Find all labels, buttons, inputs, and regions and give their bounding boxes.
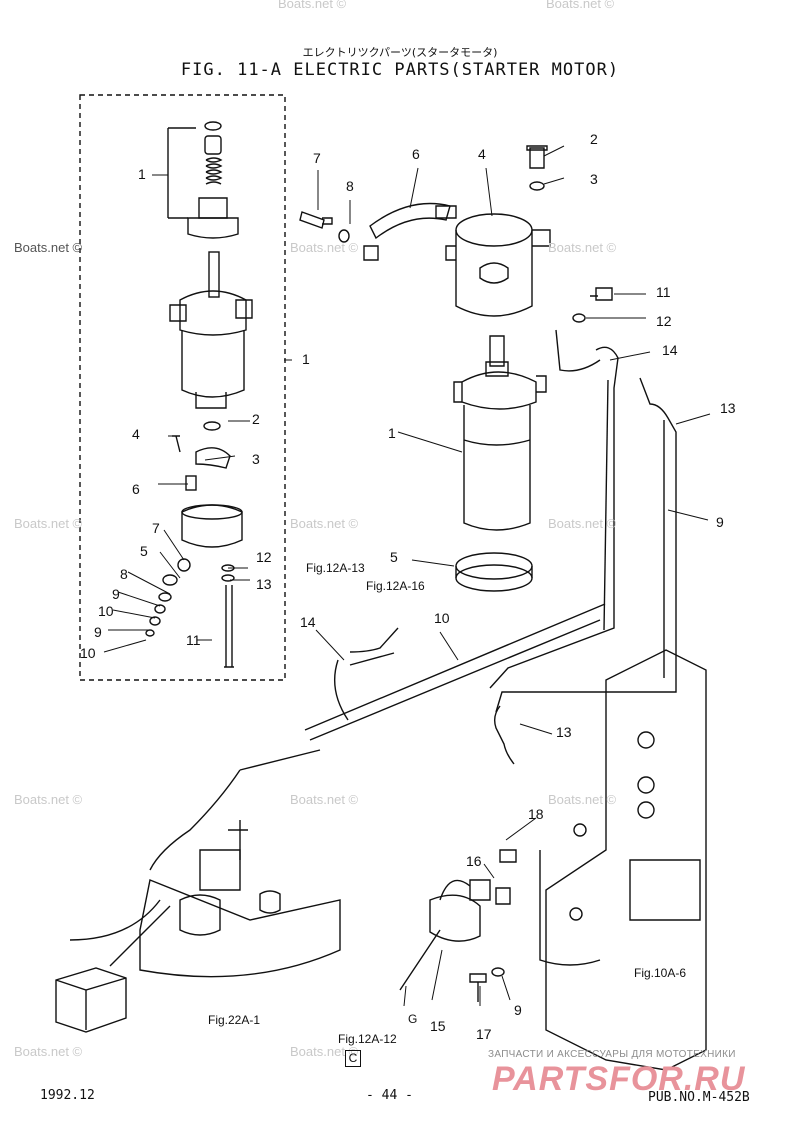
callout-number: 13 <box>256 576 272 592</box>
callout-number: 9 <box>514 1002 522 1018</box>
exploded-motor <box>169 251 253 409</box>
callout-number: 4 <box>478 146 486 162</box>
callout-number: 8 <box>120 566 128 582</box>
callout-number: 10 <box>80 645 96 661</box>
fig-ref-12a-13: Fig.12A-13 <box>306 561 365 575</box>
bracket-and-bolts <box>299 202 457 261</box>
brand-logo: PARTSFOR.RU <box>492 1060 746 1098</box>
callout-number: 3 <box>252 451 260 467</box>
callout-number: 14 <box>662 342 678 358</box>
callout-number: 10 <box>98 603 114 619</box>
watermark: Boats.net © <box>14 792 83 807</box>
callout-number: 1 <box>302 351 310 367</box>
exploded-brush-parts <box>145 421 243 668</box>
callout-number: 11 <box>186 632 201 648</box>
callout-number: 12 <box>656 313 672 329</box>
watermark: Boats.net © <box>548 792 617 807</box>
page-title: FIG. 11-A ELECTRIC PARTS(STARTER MOTOR) <box>180 60 620 80</box>
subtitle-jp: エレクトリツクパーツ(スタータモータ) <box>302 46 498 59</box>
callout-number: 8 <box>346 178 354 194</box>
callout-number: 1 <box>388 425 396 441</box>
engine-block <box>539 649 707 1071</box>
relay-and-battery <box>55 820 517 1033</box>
watermark: Boats.net © <box>548 240 617 255</box>
fig-ref-22a-1: Fig.22A-1 <box>208 1013 261 1027</box>
callout-number: 3 <box>590 171 598 187</box>
main-leaders <box>315 145 711 1007</box>
callout-number: 5 <box>390 549 398 565</box>
watermark: Boats.net © <box>14 1044 83 1059</box>
callout-number: 10 <box>434 610 450 626</box>
callout-number: 7 <box>313 150 321 166</box>
page-number: - 44 - <box>366 1088 413 1103</box>
exploded-leaders <box>103 174 292 653</box>
callout-number: 18 <box>528 806 544 822</box>
callout-number: 16 <box>466 853 482 869</box>
callout-number: 9 <box>112 586 120 602</box>
callout-number: 4 <box>132 426 140 442</box>
callout-number: 9 <box>94 624 102 640</box>
watermark: Boats.net © <box>290 792 359 807</box>
callout-number: 6 <box>132 481 140 497</box>
callout-number: 1 <box>138 166 146 182</box>
fig-ref-12a-12: Fig.12A-12 <box>338 1032 397 1046</box>
callout-number: 7 <box>152 520 160 536</box>
footer-date: 1992.12 <box>40 1088 95 1103</box>
publication-number: PUB.NO.M-452B <box>648 1090 750 1105</box>
callout-number: 17 <box>476 1026 492 1042</box>
brand-tagline: ЗАПЧАСТИ И АКСЕССУАРЫ ДЛЯ МОТОТЕХНИКИ <box>488 1049 736 1060</box>
callout-number: 2 <box>252 411 260 427</box>
callout-number: 11 <box>656 284 671 300</box>
callout-number: 9 <box>716 514 724 530</box>
callout-number: 15 <box>430 1018 446 1034</box>
exploded-view-box <box>79 94 286 681</box>
watermark: Boats.net © <box>14 240 83 255</box>
callout-number: 14 <box>300 614 316 630</box>
callout-number: 6 <box>412 146 420 162</box>
watermark: Boats.net © <box>278 0 347 11</box>
boxed-label: C <box>345 1050 361 1067</box>
watermark: Boats.net © <box>290 516 359 531</box>
fig-ref-10a-6: Fig.10A-6 <box>634 966 687 980</box>
callout-number: 12 <box>256 549 272 565</box>
cables <box>149 329 677 871</box>
watermark: Boats.net © <box>290 240 359 255</box>
fig-ref-12a-16: Fig.12A-16 <box>366 579 425 593</box>
callout-number: 5 <box>140 543 148 559</box>
watermark: Boats.net © <box>546 0 615 11</box>
watermark: Boats.net © <box>14 516 83 531</box>
watermark: Boats.net © <box>548 516 617 531</box>
callout-number: 13 <box>720 400 736 416</box>
callout-number: 2 <box>590 131 598 147</box>
watermark: Boats.net © <box>290 1044 359 1059</box>
wire-label-g: G <box>408 1012 418 1026</box>
starter-motor <box>453 335 547 531</box>
pinion-assembly <box>167 121 239 239</box>
callout-number: 13 <box>556 724 572 740</box>
ring-part <box>455 552 533 580</box>
motor-housing <box>445 145 613 323</box>
